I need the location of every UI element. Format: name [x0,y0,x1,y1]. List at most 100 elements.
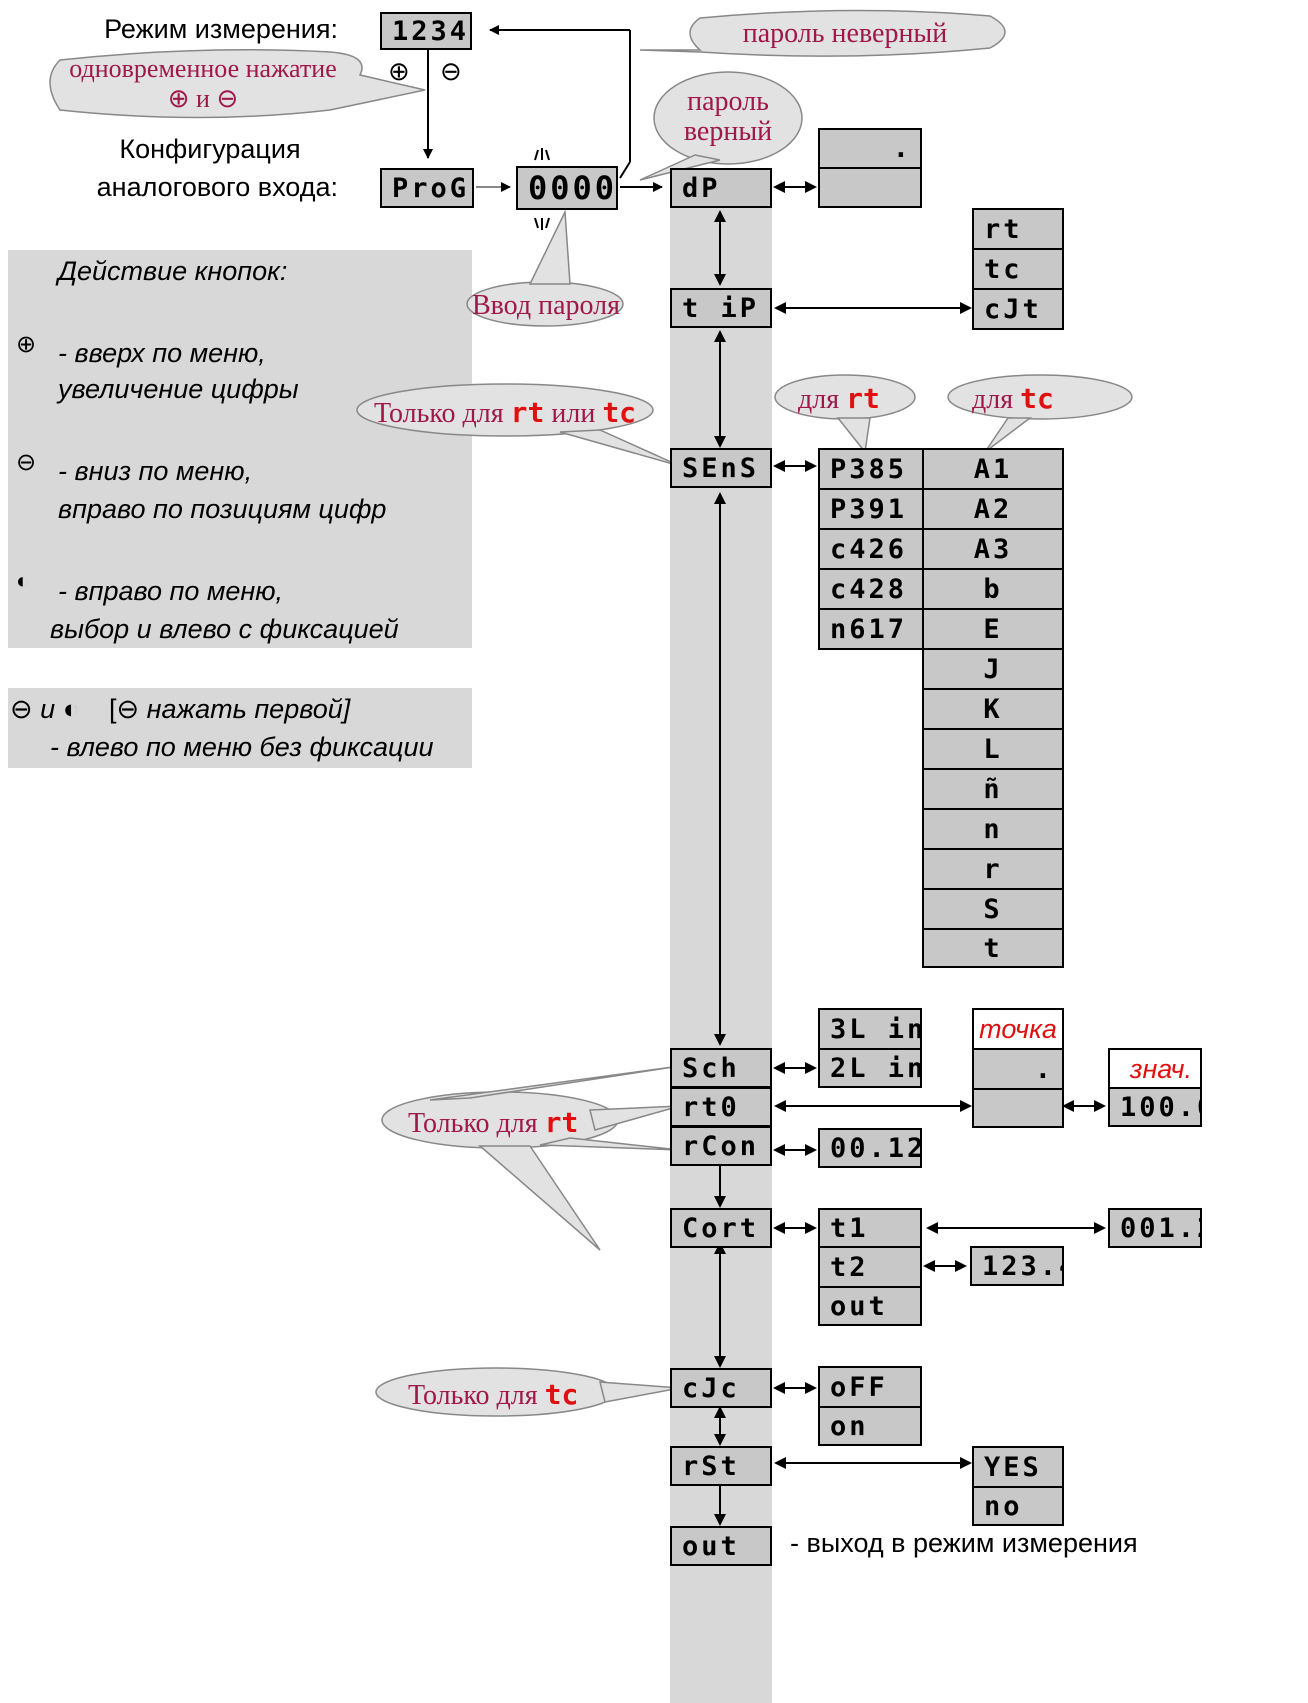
legend-combo-minus-icon-2: ⊖ [116,694,140,724]
cort-t1-value[interactable]: 001.2 [1108,1208,1202,1248]
callout-for-tc-prefix: для [972,384,1014,415]
rcon-value[interactable]: 00.12 [818,1128,922,1168]
legend-plus-line1: - вверх по меню, [58,338,266,368]
legend-combo-bracket: [ [109,694,117,724]
legend-combo-and: и [40,694,56,724]
rst-option-no[interactable]: no [972,1486,1064,1526]
tip-option-rt[interactable]: rt [972,208,1064,250]
config-label-line2: аналогового входа: [96,172,338,202]
sens-tc-option[interactable]: J [922,648,1064,690]
callout-for-rt-code: rt [846,382,880,415]
menu-sens[interactable]: SEnS [670,448,772,488]
callout-for-rt-prefix: для [798,384,840,415]
sens-tc-option[interactable]: L [922,728,1064,770]
menu-rt0[interactable]: rt0 [670,1087,772,1127]
callout-wrong-password [639,9,1006,57]
legend-minus-line2: вправо по позициям цифр [58,494,387,524]
callout-only-rt: Только для rt [408,1106,578,1140]
out-note: - выход в режим измерения [790,1528,1138,1558]
dp-option-none[interactable] [818,167,922,208]
rt0-point-blank[interactable] [972,1088,1064,1128]
menu-tip[interactable]: t iP [670,288,772,328]
legend-title: Действие кнопок: [58,256,288,286]
menu-sch[interactable]: Sch [670,1048,772,1088]
rt0-value-label: знач. [1108,1048,1202,1090]
cjc-option-off[interactable]: oFF [818,1366,922,1408]
tip-option-tc[interactable]: tc [972,248,1064,290]
callout-only-rt-or-tc-prefix: Только для [374,398,504,429]
cjc-option-on[interactable]: on [818,1406,922,1446]
callout-only-tc: Только для tc [408,1378,578,1412]
measure-mode-label: Режим измерения: [104,14,338,44]
callout-enter-password: Ввод пароля [471,290,621,321]
callout-right-password-line1: пароль [687,86,769,117]
sens-tc-option[interactable]: A2 [922,488,1064,530]
legend-combo-line1: ⊖ и ◐ [⊖ нажать первой] [10,694,350,725]
sens-tc-option[interactable]: E [922,608,1064,650]
rt0-value[interactable]: 100.0 [1108,1087,1202,1127]
cort-option-t1[interactable]: t1 [818,1208,922,1248]
sens-tc-option[interactable]: b [922,568,1064,610]
menu-cjc[interactable]: cJc [670,1368,772,1408]
callout-simultaneous-line1: одновременное нажатие [69,54,337,83]
legend-enter-icon: ◐ [16,568,30,593]
sens-tc-option[interactable]: A3 [922,528,1064,570]
minus-button-icon[interactable]: ⊖ [440,56,462,86]
cort-option-out[interactable]: out [818,1286,922,1326]
legend-enter-line2: выбор и влево с фиксацией [50,614,399,644]
callout-only-rt-or-tc-mid: или [551,398,596,429]
callout-only-tc-prefix: Только для [408,1380,538,1411]
rst-option-yes[interactable]: YES [972,1446,1064,1488]
legend-minus-line1: - вниз по меню, [58,456,253,486]
callout-only-tc-code: tc [544,1378,579,1411]
sens-rt-option[interactable]: n617 [818,608,924,650]
plus-button-icon[interactable]: ⊕ [388,56,410,86]
callout-code-tc: tc [602,396,637,429]
rt0-point-label: точка [972,1008,1064,1050]
menu-rst[interactable]: rSt [670,1446,772,1486]
callout-for-tc-code: tc [1020,382,1054,415]
sens-tc-option[interactable]: n [922,808,1064,850]
callout-only-rt-or-tc: Только для rt или tc [374,396,636,430]
callout-right-password-line2: верный [683,116,773,147]
legend-panel [8,250,472,648]
callout-code-rt: rt [510,396,545,429]
callout-only-rt-prefix: Только для [408,1108,538,1139]
menu-dp[interactable]: dP [670,168,772,208]
legend-combo-minus-icon: ⊖ [10,694,33,724]
sens-tc-option[interactable]: ñ [922,768,1064,810]
sens-rt-option[interactable]: c426 [818,528,924,570]
callout-simultaneous [49,49,426,119]
menu-cort[interactable]: Cort [670,1208,772,1248]
legend-combo-enter-icon: ◐ [62,694,79,724]
sens-tc-option[interactable]: t [922,928,1064,968]
callout-wrong-password: пароль неверный [742,18,948,49]
sens-rt-option[interactable]: c428 [818,568,924,610]
callout-for-tc: для tc [972,382,1054,416]
tip-option-cjt[interactable]: cJt [972,288,1064,330]
menu-rcon[interactable]: rCon [670,1126,772,1166]
legend-combo-panel [8,688,472,768]
sch-option-2lin[interactable]: 2L in [818,1048,922,1088]
rt0-point-option[interactable]: . [972,1048,1064,1090]
dp-option-point[interactable]: . [818,128,922,169]
menu-out[interactable]: out [670,1526,772,1566]
callout-for-rt: для rt [798,382,880,416]
callout-only-rt-code: rt [544,1106,579,1139]
cort-option-t2[interactable]: t2 [818,1246,922,1288]
sens-tc-option[interactable]: r [922,848,1064,890]
password-display: 0000 [516,166,618,210]
sens-rt-option[interactable]: P385 [818,448,924,490]
sens-tc-option[interactable]: K [922,688,1064,730]
cort-t2-value[interactable]: 123.4 [970,1246,1064,1286]
sens-rt-option[interactable]: P391 [818,488,924,530]
sens-tc-option[interactable]: A1 [922,448,1064,490]
measure-display: 1234 [380,12,472,50]
sens-tc-option[interactable]: S [922,888,1064,930]
sch-option-3lin[interactable]: 3L in [818,1008,922,1050]
callout-simultaneous-line2: ⊕ и ⊖ [167,84,239,113]
legend-plus-icon: ⊕ [16,331,37,358]
legend-minus-icon: ⊖ [16,449,37,476]
